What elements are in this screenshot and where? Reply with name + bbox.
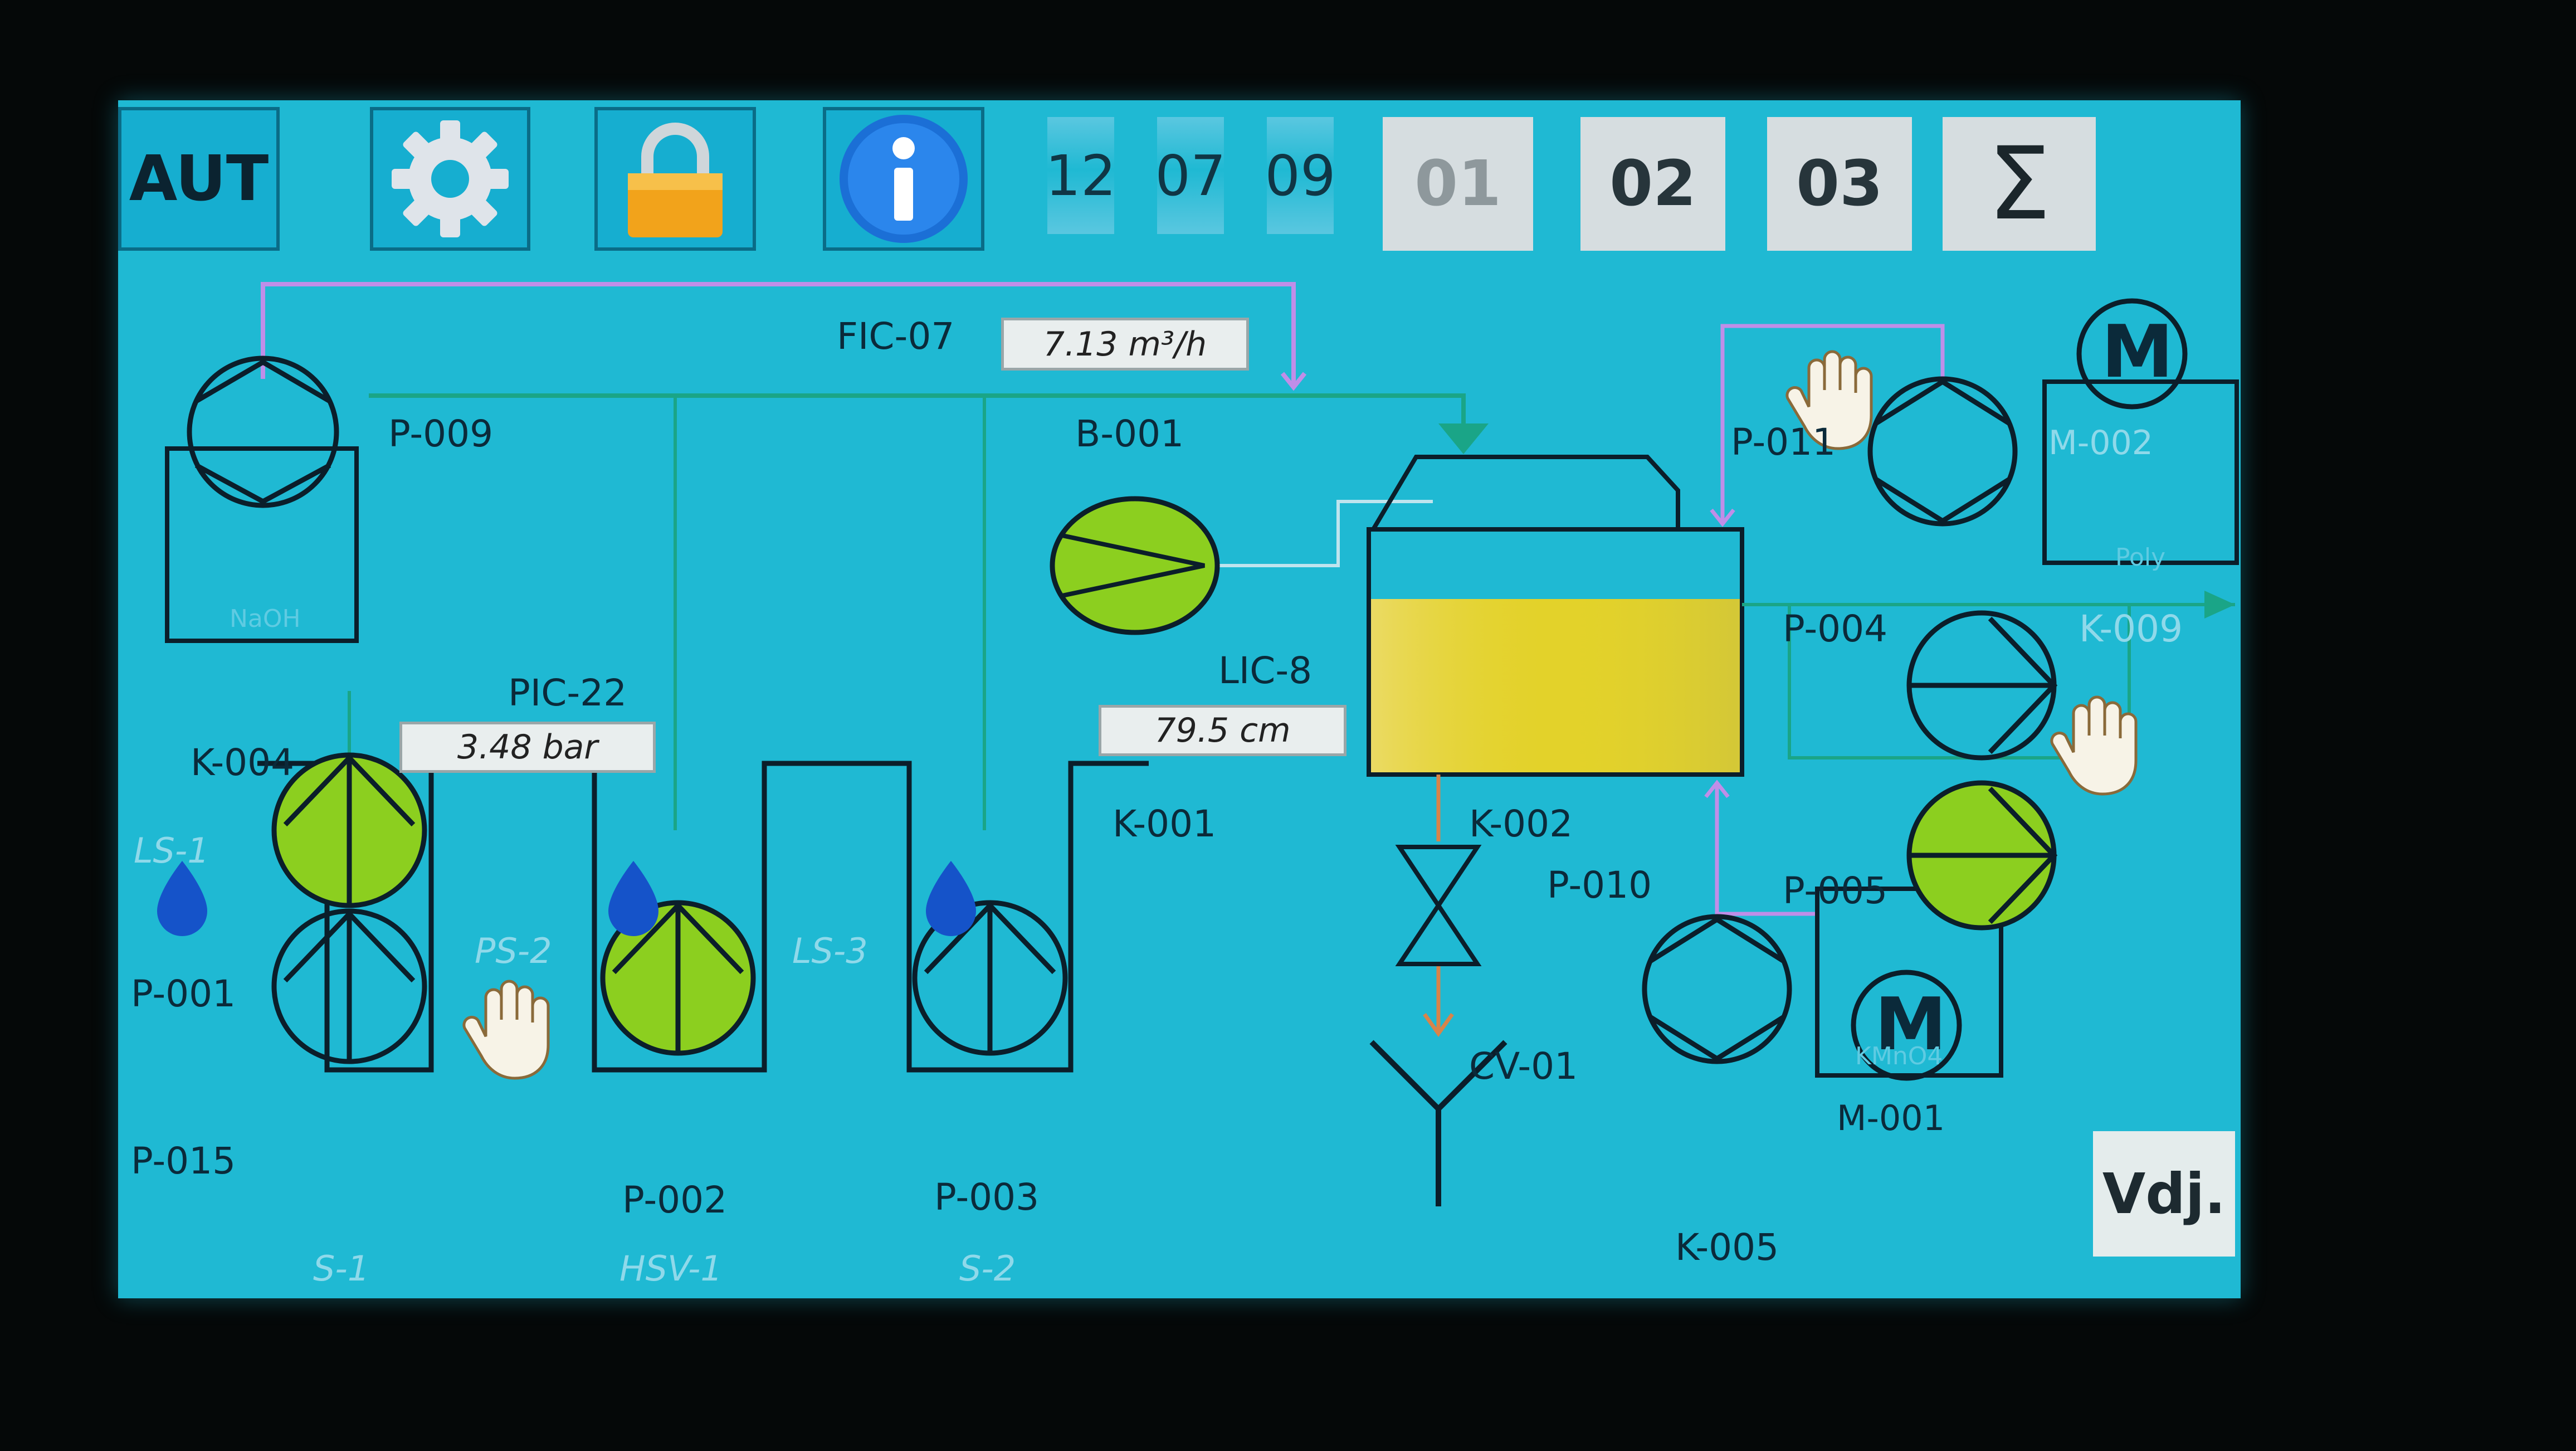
motor-m002-symbol[interactable]: M [2101, 309, 2174, 394]
pump-p010-label: P-010 [1547, 864, 1652, 907]
sensor-ls3-label: LS-3 [792, 931, 868, 971]
motor-m001-label: M-001 [1837, 1098, 1945, 1138]
summary-label: Σ [1987, 125, 2051, 242]
pump-layer [157, 298, 2188, 1081]
pump-p009[interactable] [187, 356, 339, 508]
sump-s1-label: S-1 [313, 1248, 370, 1289]
pump-p005-label: P-005 [1783, 869, 1888, 912]
level-value[interactable]: 79.5 cm [1099, 705, 1346, 756]
motor-m001-symbol[interactable]: M [1875, 982, 1947, 1067]
pump-p004-label: P-004 [1783, 607, 1888, 650]
pump-p011[interactable] [1867, 376, 2018, 527]
gear-icon [392, 120, 509, 237]
flow-value[interactable]: 7.13 m³/h [1001, 318, 1249, 371]
tank-k001-label: K-001 [1113, 802, 1217, 845]
clock-seconds: 09 [1265, 117, 1336, 234]
level-tag: LIC-8 [1218, 649, 1313, 692]
pump-p001-label: P-001 [131, 972, 236, 1015]
tank-k002-label: K-002 [1469, 802, 1573, 845]
sensor-ps2-label: PS-2 [475, 931, 552, 971]
pump-p004[interactable] [1906, 610, 2058, 761]
blower-b001[interactable] [1050, 496, 1220, 635]
mode-label: AUT [129, 143, 269, 215]
tank-k004-content: NaOH [230, 605, 301, 633]
screen-02-label: 02 [1609, 148, 1696, 220]
screen-03-button[interactable]: 03 [1767, 117, 1912, 251]
sensor-ls1-label: LS-1 [134, 830, 209, 871]
pump-p015[interactable] [271, 908, 427, 1064]
water-drop-icon [926, 861, 976, 936]
clock-hours: 12 [1045, 117, 1116, 234]
screen-03-label: 03 [1796, 148, 1883, 220]
valve-hsv1-label: HSV-1 [619, 1248, 723, 1289]
info-icon [840, 115, 968, 243]
sump-s2-label: S-2 [959, 1248, 1016, 1289]
mode-button[interactable]: AUT [118, 107, 280, 251]
pump-p003-label: P-003 [934, 1176, 1040, 1219]
tank-k009-label: K-009 [2079, 607, 2183, 650]
tank-k005-label: K-005 [1675, 1226, 1779, 1269]
summary-button[interactable]: Σ [1943, 117, 2096, 251]
water-drop-icon [608, 861, 658, 936]
lock-button[interactable] [594, 107, 756, 251]
tank-k004-label: K-004 [191, 741, 295, 784]
flow-tag: FIC-07 [837, 315, 955, 358]
screen-01-label: 01 [1414, 148, 1501, 220]
pump-p009-label: P-009 [388, 412, 494, 455]
settings-button[interactable] [370, 107, 530, 251]
screen-02-button[interactable]: 02 [1580, 117, 1725, 251]
motor-m002-circle [2076, 298, 2188, 410]
pump-p002[interactable] [600, 900, 756, 1056]
info-button[interactable] [823, 107, 984, 251]
valve-cv01-label: CV-01 [1469, 1045, 1578, 1088]
process-diagram [165, 282, 2239, 1206]
motor-m002-label: M-002 [2048, 423, 2153, 462]
pump-p015-label: P-015 [131, 1140, 236, 1182]
pressure-value[interactable]: 3.48 bar [399, 722, 656, 773]
water-drop-icon [157, 861, 207, 936]
hand-icon [2050, 695, 2138, 796]
hand-icon [1785, 350, 1873, 450]
screen-01-button[interactable]: 01 [1383, 117, 1533, 251]
pump-p003[interactable] [912, 900, 1068, 1056]
pump-p001[interactable] [271, 752, 427, 908]
lock-icon [628, 123, 723, 237]
pump-p005[interactable] [1906, 780, 2058, 931]
tank-k005-content: KMnO4 [1855, 1042, 1943, 1070]
next-screen-button[interactable]: Vdj. [2093, 1131, 2235, 1257]
pump-p010[interactable] [1642, 914, 1792, 1064]
clock-minutes: 07 [1155, 117, 1226, 234]
hmi-screen: AUT [118, 100, 2241, 1298]
pressure-tag: PIC-22 [508, 671, 627, 714]
pump-p011-label: P-011 [1731, 421, 1836, 464]
tank-m002-content: Poly [2115, 543, 2166, 572]
motor-m001-circle [1851, 970, 1962, 1081]
pump-p002-label: P-002 [622, 1179, 728, 1221]
hand-icon [462, 980, 550, 1080]
blower-b001-label: B-001 [1075, 412, 1184, 455]
next-screen-label: Vdj. [2102, 1161, 2226, 1226]
